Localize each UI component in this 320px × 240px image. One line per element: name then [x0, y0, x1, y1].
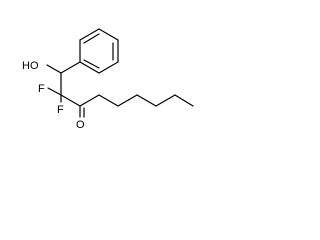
fluorine-label-bottom: F: [57, 104, 64, 116]
fluorine-label-left: F: [38, 83, 45, 95]
carbonyl-oxygen-label: O: [76, 119, 85, 131]
hydroxyl-label: HO: [22, 60, 39, 72]
phenyl-ring: [79, 28, 119, 74]
structure-diagram: HO F F O: [22, 28, 194, 131]
carbon-chain: [46, 61, 194, 118]
